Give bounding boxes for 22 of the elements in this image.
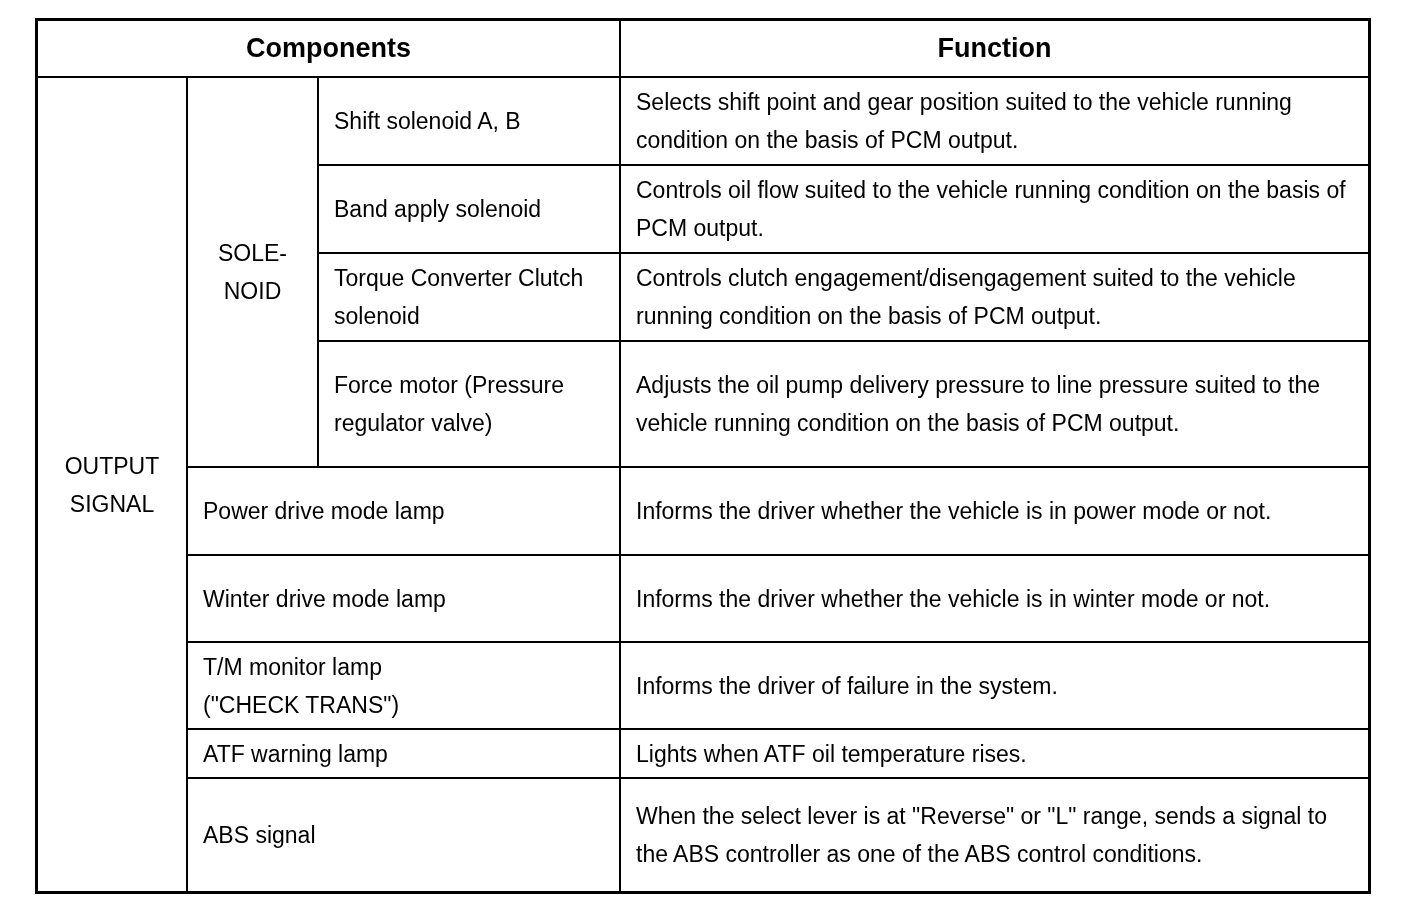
function-description: Informs the driver whether the vehicle is in power mode or not. [636,497,1272,526]
component-name: ABS signal [203,821,316,850]
function-description: Controls clutch engagement/disengagement suited to the vehicle running condition on the basis of PCM output. [636,264,1297,331]
component-name: Winter drive mode lamp [203,584,446,614]
function-description: Controls oil flow suited to the vehicle running condition on the basis of PCM output. [636,176,1347,243]
function-description: Lights when ATF oil temperature rises. [636,739,1027,769]
component-name: Shift solenoid A, B [334,107,521,136]
function-description: Selects shift point and gear position suited to the vehicle running condition on the basis of PCM output. [636,88,1293,155]
component-name: Force motor (Pressure regulator valve) [334,371,566,438]
function-description: Adjusts the oil pump delivery pressure to line pressure suited to the vehicle running condition on the basis of PCM output. [636,371,1321,438]
component-name: Band apply solenoid [334,195,542,224]
category-label: OUTPUT SIGNAL [63,451,161,519]
category-label: SOLE-NOID [217,239,288,306]
component-name: Power drive mode lamp [203,497,445,526]
function-description: When the select lever is at "Reverse" or "L" range, sends a signal to the ABS controller as one of the ABS control conditions. [636,802,1329,869]
function-description: Informs the driver of failure in the system. [636,671,1058,701]
component-name: Torque Converter Clutch solenoid [334,264,585,331]
column-header: Components [246,32,411,66]
component-name: T/M monitor lamp ("CHECK TRANS") [203,652,401,720]
component-name: ATF warning lamp [203,739,388,769]
function-description: Informs the driver whether the vehicle is in winter mode or not. [636,584,1271,614]
column-header: Function [937,32,1052,66]
